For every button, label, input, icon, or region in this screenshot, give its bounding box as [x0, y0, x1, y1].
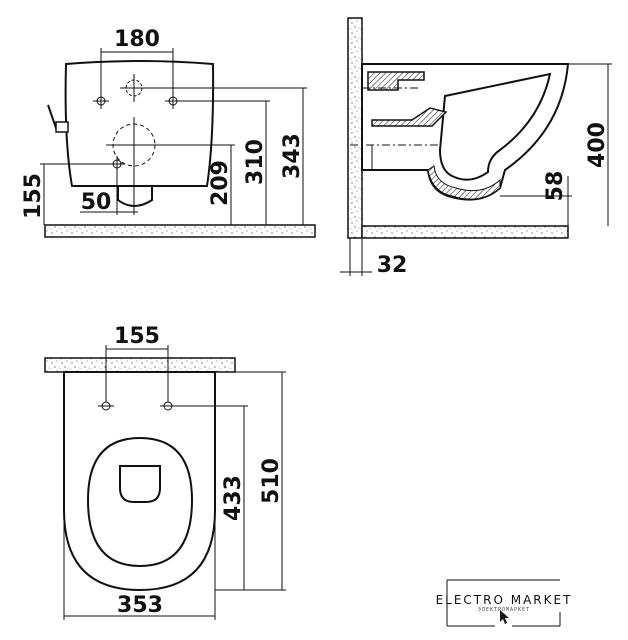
dim-209: 209	[208, 160, 233, 206]
dim-353: 353	[117, 593, 163, 618]
front-view: 180 50 155 209 310 343	[21, 27, 316, 238]
watermark-brand: ELECTRO MARKET	[436, 593, 573, 607]
toilet-body-top	[63, 371, 216, 592]
dim-58: 58	[543, 171, 568, 202]
watermark-tagline: ЭЛЕКТРОМАРКЕТ	[478, 607, 530, 613]
flush-outlet-top	[119, 465, 161, 503]
dim-310: 310	[243, 139, 268, 185]
dim-433: 433	[221, 475, 246, 521]
floor-slab-front	[44, 224, 316, 238]
section-hatch-mid	[371, 107, 448, 127]
cursor-icon	[500, 610, 509, 624]
wall-slab-top	[44, 357, 236, 373]
dim-155-top: 155	[114, 324, 160, 349]
watermark: ELECTRO MARKET ЭЛЕКТРОМАРКЕТ	[436, 579, 573, 627]
dim-180: 180	[114, 27, 160, 52]
wall-section	[347, 17, 363, 239]
seat-opening	[86, 436, 194, 568]
flush-lever-mount	[55, 121, 69, 133]
dim-510: 510	[259, 458, 284, 504]
top-view: 155 433 510 353	[44, 324, 286, 620]
toilet-body-front	[64, 60, 215, 187]
dim-50: 50	[81, 190, 112, 215]
floor-slab-side	[361, 225, 569, 239]
section-hatch-top	[367, 71, 425, 91]
side-view: 400 58 32	[340, 17, 612, 278]
dim-155-front: 155	[21, 173, 46, 219]
outlet-spigot	[117, 185, 153, 207]
dim-32: 32	[377, 253, 408, 278]
bowl-cavity	[438, 72, 552, 181]
dim-400: 400	[585, 122, 610, 168]
section-hatch-bowl	[427, 165, 501, 200]
dim-343: 343	[280, 133, 305, 179]
